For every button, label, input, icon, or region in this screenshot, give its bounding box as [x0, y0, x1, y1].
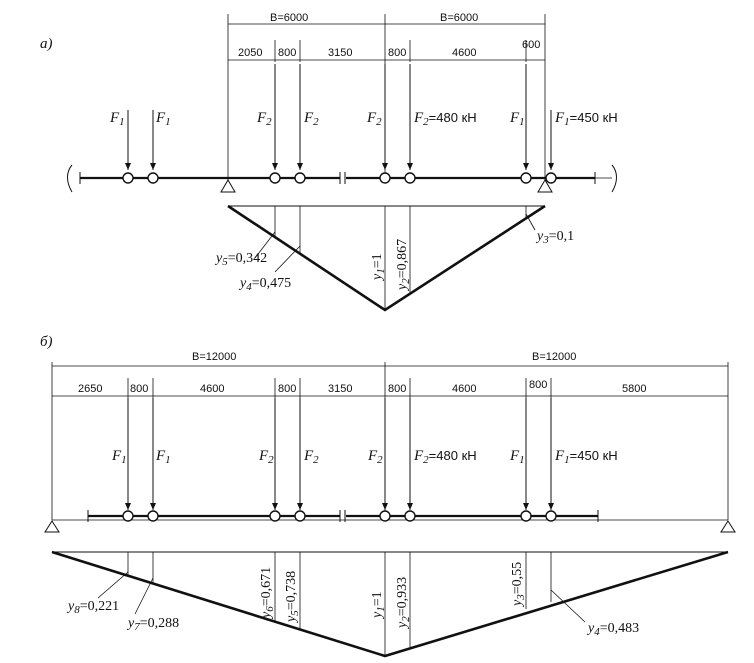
dim-800: 800 — [529, 379, 547, 391]
force-label-f2-value: F2=480 кН — [413, 448, 477, 466]
diagram-a-span-dimensions: B=6000 B=6000 — [227, 12, 546, 180]
span-label-left: B=6000 — [270, 12, 308, 24]
wheel — [147, 510, 159, 522]
force-label-f2: F2 — [258, 448, 274, 466]
diagram-a-influence-line: y5=0,342 y4=0,475 y1=1 y2=0,867 y3=0,1 — [214, 204, 574, 312]
diagram-a-detail-dimensions: 2050 800 3150 800 4600 600 — [228, 39, 545, 62]
diagram-b-influence-line: y8=0,221 y7=0,288 y6=0,671 y5=0,738 y1=1… — [51, 550, 729, 658]
force-label-f2: F2 — [367, 448, 383, 466]
wheel — [269, 510, 281, 522]
force-label-f1: F1 — [111, 448, 127, 466]
ordinate-label-y1: y1=1 — [370, 253, 387, 282]
force-label-f1: F1 — [509, 448, 525, 466]
wheel — [294, 172, 306, 184]
leader — [274, 245, 301, 273]
dim-5800: 5800 — [622, 383, 646, 395]
ordinate-label-y4: y4=0,475 — [238, 276, 291, 293]
dim-600: 600 — [522, 39, 540, 51]
ordinate-label-y1: y1=1 — [370, 591, 387, 620]
diagram-b-label: б) — [40, 334, 53, 350]
wheel — [122, 172, 134, 184]
wheel — [520, 172, 532, 184]
force-label-f1: F1 — [109, 110, 125, 128]
ordinate-label-y6: y6=0,671 — [259, 567, 276, 620]
diagram-a-label: а) — [40, 36, 53, 52]
force-label-f1: F1 — [155, 448, 171, 466]
wheel — [404, 510, 416, 522]
dim-800: 800 — [130, 383, 148, 395]
wheel — [545, 510, 557, 522]
wheel — [379, 172, 391, 184]
dim-4600: 4600 — [452, 383, 476, 395]
wheel — [147, 172, 159, 184]
force-label-f1-value: F1=450 кН — [554, 448, 618, 466]
diagram-b: б) B=12000 B=12000 2650 800 4600 800 315… — [40, 334, 736, 658]
force-label-f2: F2 — [303, 448, 319, 466]
wheel — [269, 172, 281, 184]
ordinate-label-y3: y3=0,1 — [535, 229, 574, 246]
ordinate-label-y4: y4=0,483 — [586, 621, 639, 638]
span-label-right: B=12000 — [532, 351, 576, 363]
diagram-a-beam — [67, 164, 617, 193]
ordinate-label-y8: y8=0,221 — [66, 599, 119, 616]
diagram-b-beam — [44, 510, 736, 533]
diagram-a: а) B=6000 B=6000 2050 800 3150 800 4600 … — [40, 12, 618, 312]
force-label-f2: F2 — [303, 110, 319, 128]
diagram-b-forces: F1 F1 F2 F2 F2 F2=480 кН F1 F1=450 кН — [111, 398, 618, 510]
ordinate-label-y2: y2=0,933 — [395, 577, 412, 630]
wheel — [545, 172, 557, 184]
diagram-b-detail-dimensions: 2650 800 4600 800 3150 800 4600 800 5800 — [52, 378, 728, 398]
leader — [134, 577, 154, 615]
wheel — [379, 510, 391, 522]
leader — [254, 231, 276, 259]
dim-800: 800 — [278, 47, 296, 59]
span-label-right: B=6000 — [440, 12, 478, 24]
break-mark — [67, 164, 73, 193]
force-label-f1-value: F1=450 кН — [554, 110, 618, 128]
diagram-a-forces: F1 F1 F2 F2 F2 F2=480 кН F1 F1=450 кН — [109, 64, 618, 170]
wheel — [294, 510, 306, 522]
wheel — [122, 510, 134, 522]
ordinate-label-y5: y5=0,738 — [284, 571, 301, 624]
dim-4600: 4600 — [452, 47, 476, 59]
force-label-f2: F2 — [366, 110, 382, 128]
force-label-f2-value: F2=480 кН — [413, 110, 477, 128]
wheel — [404, 172, 416, 184]
ordinate-label-y3: y3=0,55 — [510, 562, 527, 608]
dim-3150: 3150 — [328, 47, 352, 59]
dim-800: 800 — [388, 47, 406, 59]
force-label-f2: F2 — [256, 110, 272, 128]
ordinate-label-y2: y2=0,867 — [395, 239, 412, 292]
leader — [550, 589, 586, 623]
support — [220, 179, 236, 193]
dim-800: 800 — [388, 383, 406, 395]
leader — [525, 213, 536, 231]
influence-triangle — [227, 204, 546, 312]
diagram-b-span-dimensions: B=12000 B=12000 — [51, 351, 729, 520]
dim-2050: 2050 — [238, 47, 262, 59]
wheel — [520, 510, 532, 522]
ordinate-label-y7: y7=0,288 — [126, 616, 179, 633]
dim-4600: 4600 — [200, 383, 224, 395]
force-label-f1: F1 — [155, 110, 171, 128]
support — [44, 520, 60, 533]
force-label-f1: F1 — [509, 110, 525, 128]
dim-3150: 3150 — [328, 383, 352, 395]
ordinate-label-y5: y5=0,342 — [214, 251, 267, 268]
support — [720, 520, 736, 533]
break-mark — [611, 164, 617, 193]
dim-800: 800 — [278, 383, 296, 395]
leader — [97, 571, 129, 599]
dim-2650: 2650 — [78, 383, 102, 395]
support — [537, 179, 553, 193]
span-label-left: B=12000 — [192, 351, 236, 363]
